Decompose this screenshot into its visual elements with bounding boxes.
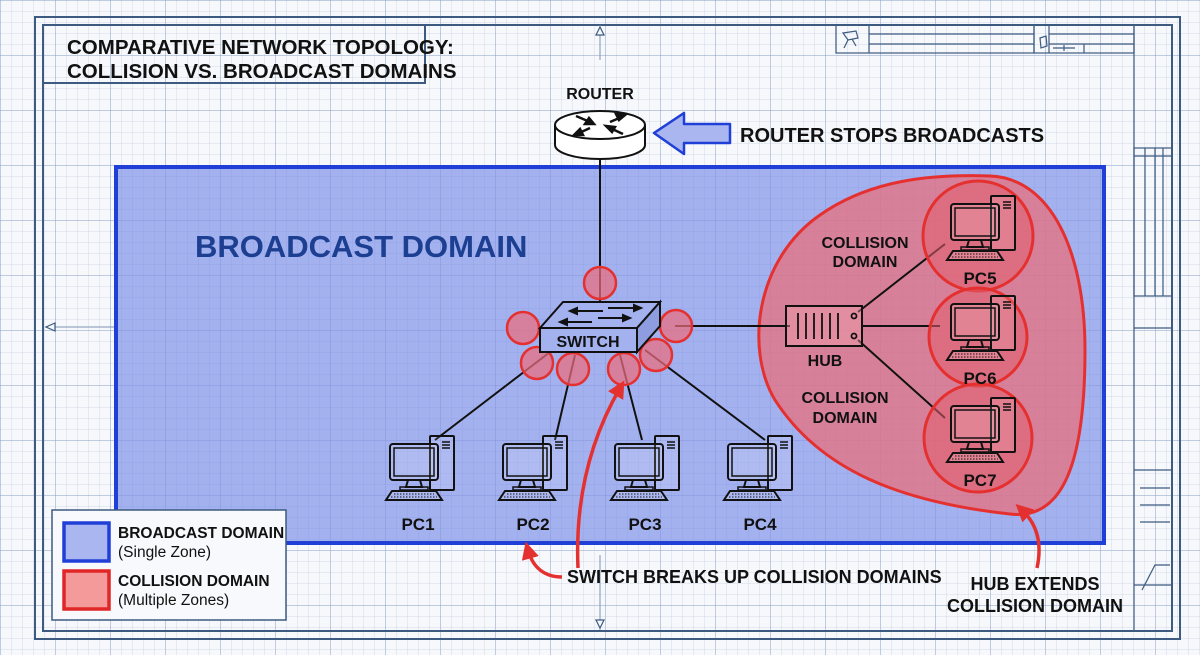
router-callout-text: ROUTER STOPS BROADCASTS xyxy=(740,125,1044,147)
collision-domain-pc2-port xyxy=(555,351,591,387)
collision-label-top-2: DOMAIN xyxy=(833,254,898,271)
pc-label: PC7 xyxy=(963,471,996,490)
switch-label: SWITCH xyxy=(556,334,619,351)
pencil-icon xyxy=(1039,35,1048,49)
side-info-strip xyxy=(1133,147,1173,591)
legend-item-collision: COLLISION DOMAIN (Multiple Zones) xyxy=(62,569,270,611)
router-label: ROUTER xyxy=(566,86,634,103)
pc-label: PC3 xyxy=(628,515,661,534)
switch-callout-arrow-up xyxy=(575,380,625,569)
collision-domain-port-left xyxy=(505,310,541,346)
router-callout-arrow xyxy=(652,111,732,156)
legend-subtitle-collision: (Multiple Zones) xyxy=(118,592,229,609)
center-marks xyxy=(44,25,605,630)
collision-domain-hub-port xyxy=(658,308,694,344)
pc-label: PC1 xyxy=(401,515,434,534)
legend: BROADCAST DOMAIN (Single Zone) COLLISION… xyxy=(51,509,287,621)
hub-device[interactable] xyxy=(785,305,863,347)
hub-label: HUB xyxy=(808,353,843,370)
collision-domain-pc1-port xyxy=(519,345,555,381)
pc-6[interactable]: PC6 xyxy=(946,295,1016,388)
switch-arrows-icon xyxy=(557,303,644,327)
collision-label-top-1: COLLISION xyxy=(821,235,908,252)
computer-icon xyxy=(946,397,1016,463)
legend-swatch-broadcast xyxy=(62,521,111,563)
title-line-2: COLLISION VS. BROADCAST DOMAINS xyxy=(67,60,457,83)
switch-callout-text: SWITCH BREAKS UP COLLISION DOMAINS xyxy=(567,567,942,587)
pc-3[interactable]: PC3 xyxy=(610,435,680,534)
switch-callout-arrow-left xyxy=(521,541,563,579)
computer-icon xyxy=(946,195,1016,261)
computer-icon xyxy=(498,435,568,501)
pc-4[interactable]: PC4 xyxy=(723,435,793,534)
drawing-frame xyxy=(34,16,1181,640)
pc-5[interactable]: PC5 xyxy=(946,195,1016,288)
collision-domain-pc3-port xyxy=(606,351,642,387)
collision-domain-router-port xyxy=(582,265,618,301)
collision-label-bottom-2: DOMAIN xyxy=(813,410,878,427)
hub-callout-arrow xyxy=(1015,504,1041,569)
legend-title-collision: COLLISION DOMAIN xyxy=(118,573,270,590)
computer-icon xyxy=(610,435,680,501)
computer-icon xyxy=(723,435,793,501)
collision-domain-pc4-port xyxy=(638,337,674,373)
pc-label: PC2 xyxy=(516,515,549,534)
hub-pc7-link xyxy=(857,339,946,419)
pc-1[interactable]: PC1 xyxy=(385,435,455,534)
collision-label-bottom-1: COLLISION xyxy=(801,390,888,407)
pc-label: PC4 xyxy=(743,515,777,534)
pc-label: PC5 xyxy=(963,269,996,288)
legend-subtitle-broadcast: (Single Zone) xyxy=(118,544,211,561)
hub-ports-icon xyxy=(797,312,858,340)
switch-collision-domains xyxy=(505,265,694,387)
title-block xyxy=(42,24,426,84)
computer-icon xyxy=(385,435,455,501)
legend-item-broadcast: BROADCAST DOMAIN (Single Zone) xyxy=(62,521,284,563)
hub-callout-line-2: COLLISION DOMAIN xyxy=(947,596,1123,616)
pc-7[interactable]: PC7 xyxy=(946,397,1016,490)
router-device[interactable] xyxy=(554,110,646,160)
pc-label: PC6 xyxy=(963,369,996,388)
drafting-tool-icon xyxy=(841,30,859,49)
router-arrows-icon xyxy=(570,112,629,137)
switch-device[interactable]: SWITCH xyxy=(537,299,663,355)
legend-swatch-collision xyxy=(62,569,111,611)
broadcast-domain-label: BROADCAST DOMAIN xyxy=(195,229,527,264)
pc-2[interactable]: PC2 xyxy=(498,435,568,534)
hub-callout-line-1: HUB EXTENDS xyxy=(970,574,1099,594)
computer-icon xyxy=(946,295,1016,361)
title-line-1: COMPARATIVE NETWORK TOPOLOGY: xyxy=(67,36,454,59)
legend-title-broadcast: BROADCAST DOMAIN xyxy=(118,525,284,542)
